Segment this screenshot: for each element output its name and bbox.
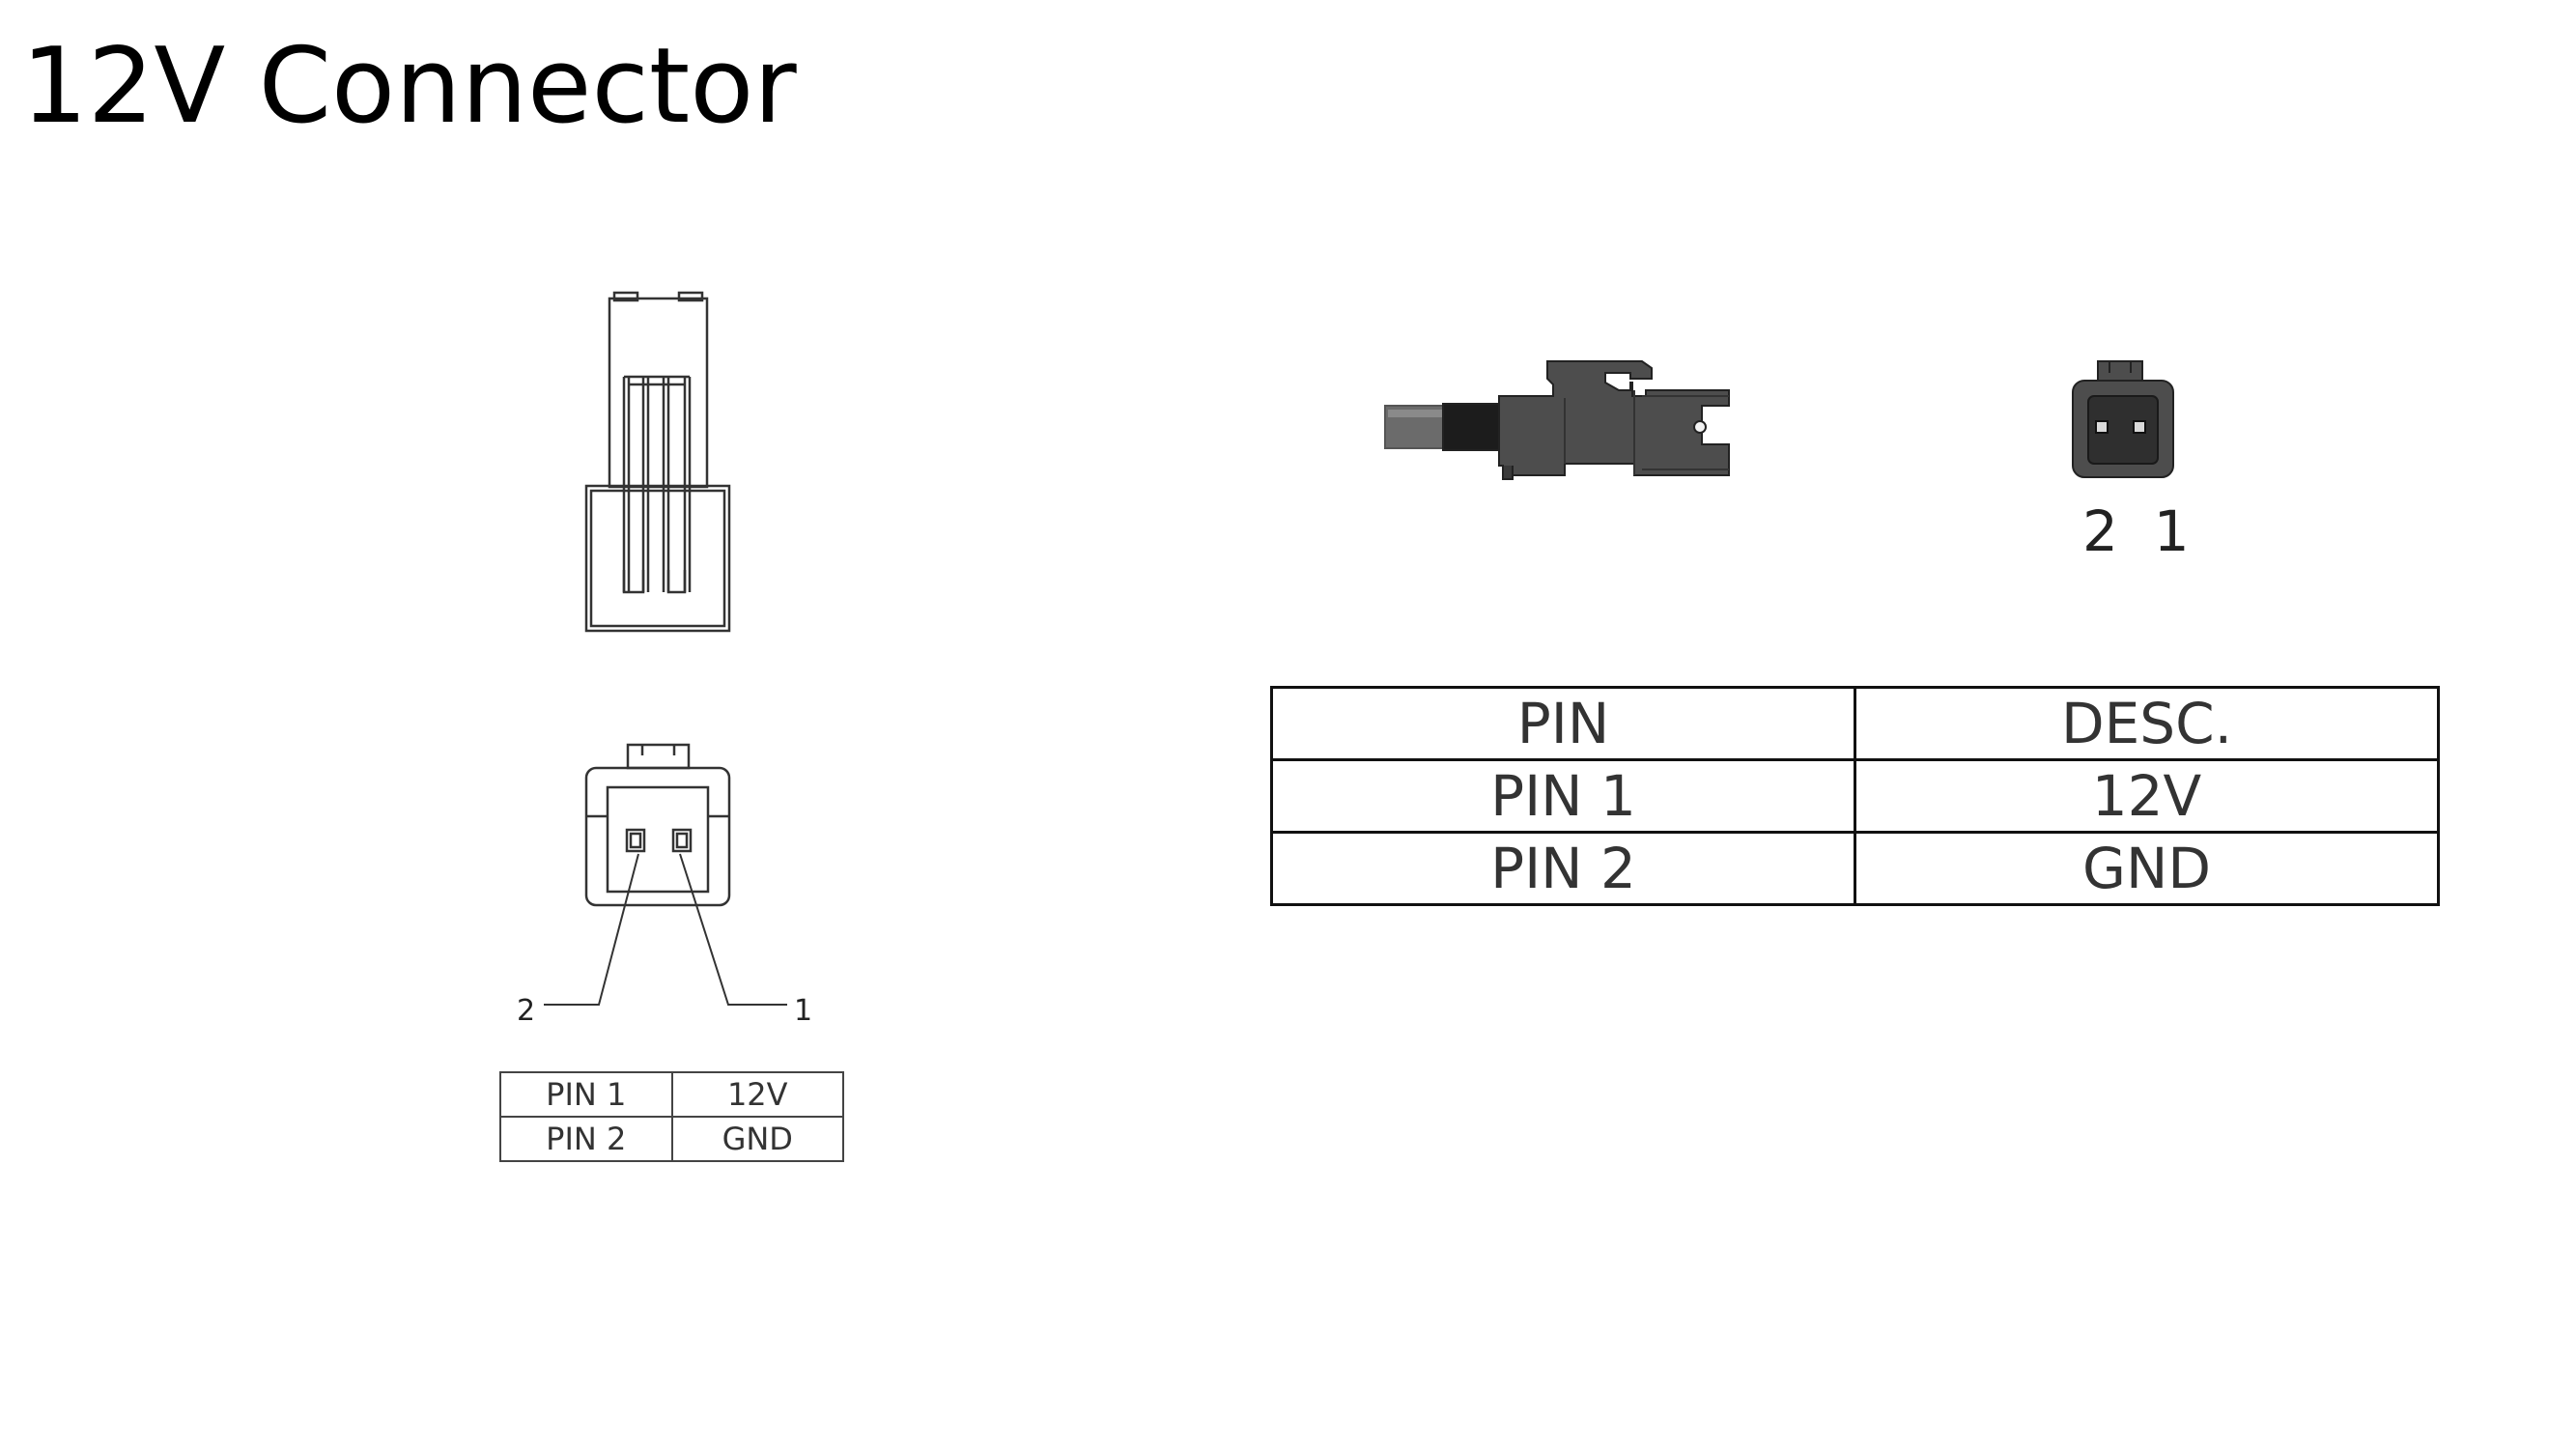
- pin-callout-leaders: [544, 853, 787, 1006]
- pin-table-small: PIN 1 12V PIN 2 GND: [499, 1071, 844, 1162]
- table-cell: PIN 1: [499, 1071, 673, 1118]
- table-cell: 12V: [1854, 758, 2440, 834]
- table-cell: GND: [670, 1116, 844, 1162]
- table-cell: PIN 2: [499, 1116, 673, 1162]
- table-row: PIN 2 GND: [499, 1116, 844, 1162]
- table-row: PIN 1 12V: [1270, 758, 2440, 834]
- side-view-outline: [584, 291, 731, 633]
- table-cell: PIN 2: [1270, 831, 1856, 906]
- table-cell: GND: [1854, 831, 2440, 906]
- column-header-pin: PIN: [1270, 686, 1856, 761]
- callout-label-1: 1: [794, 994, 812, 1028]
- connector-end-render: [2072, 360, 2174, 478]
- front-view-outline: [584, 743, 731, 907]
- pin-description-table: PIN DESC. PIN 1 12V PIN 2 GND: [1270, 686, 2440, 906]
- table-cell: PIN 1: [1270, 758, 1856, 834]
- callout-label-2: 2: [517, 994, 535, 1028]
- end-view-pin-numbers: 2 1: [2082, 498, 2190, 564]
- table-header-row: PIN DESC.: [1270, 686, 2440, 761]
- table-row: PIN 1 12V: [499, 1071, 844, 1118]
- connector-side-render: [1384, 360, 1730, 480]
- column-header-desc: DESC.: [1854, 686, 2440, 761]
- table-cell: 12V: [670, 1071, 844, 1118]
- table-row: PIN 2 GND: [1270, 831, 2440, 906]
- page-title: 12V Connector: [21, 26, 797, 147]
